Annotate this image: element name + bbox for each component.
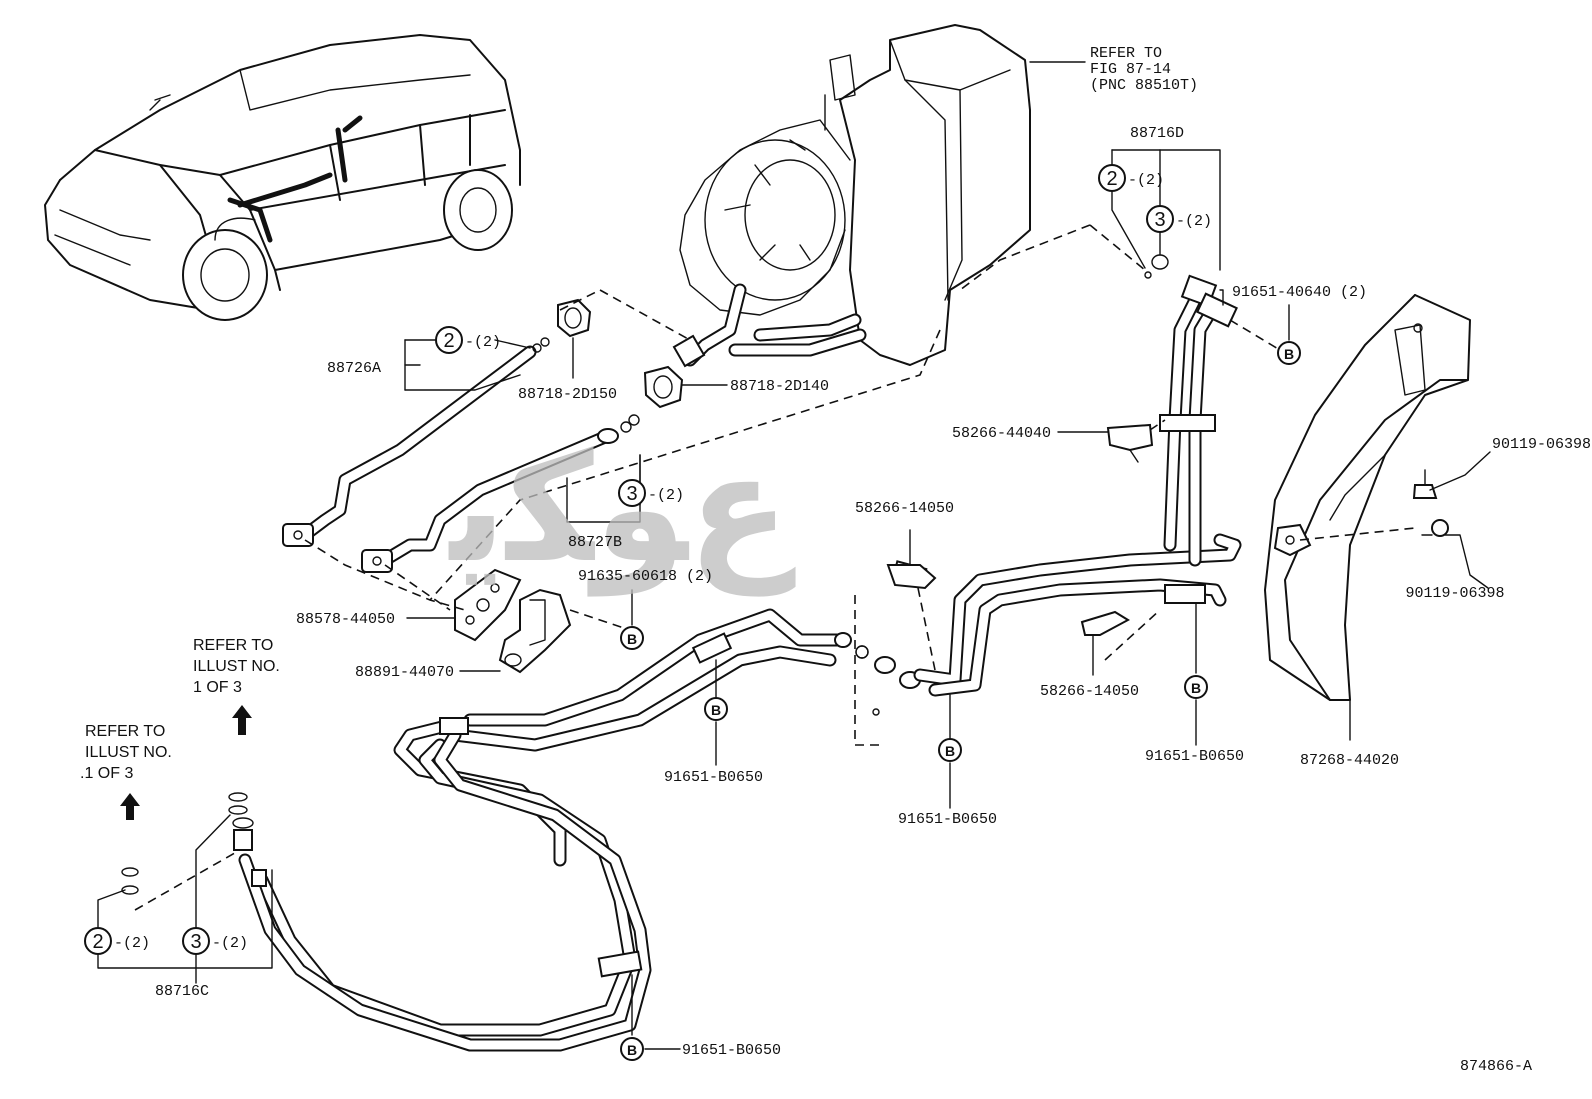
main-pipe-run (232, 608, 921, 1052)
callout-number: 3 (626, 483, 637, 505)
pipe-88726a (282, 337, 550, 547)
label-88716c: 88716C (155, 983, 209, 1000)
label-88716d: 88716D (1130, 125, 1184, 142)
callout-2-88716c: 2 (84, 927, 112, 955)
refer-note-illust-lower: REFER TO ILLUST NO. .1 OF 3 (80, 723, 172, 782)
qty-label: -(2) (212, 935, 248, 952)
leader-lines (97, 61, 1491, 1050)
callout-number: 2 (1106, 168, 1117, 190)
callout-2-88716d: 2 (1098, 164, 1126, 192)
liner-87268-44020 (1264, 294, 1471, 701)
label-90119-06398-lower: 90119-06398 (1405, 585, 1504, 602)
qty-label: -(2) (648, 487, 684, 504)
svg-text:.1 OF 3: .1 OF 3 (80, 765, 133, 782)
figure-code: 874866-A (1460, 1058, 1532, 1075)
label-91651-b0650-4: 91651-B0650 (682, 1042, 781, 1059)
up-arrow-lower (120, 793, 140, 820)
nut-88718-2d140 (643, 365, 684, 409)
callout-b-91635: B (620, 626, 644, 650)
qty-label: -(2) (114, 935, 150, 952)
svg-text:(PNC 88510T): (PNC 88510T) (1090, 77, 1198, 94)
qty-label: -(2) (465, 334, 501, 351)
svg-text:B: B (711, 702, 721, 718)
callout-b-91651-40640: B (1277, 341, 1301, 365)
callout-3-88727b: 3 (618, 479, 646, 507)
callout-number: 2 (443, 330, 454, 352)
vehicle-illustration (44, 34, 521, 321)
refer-note-illust-upper: REFER TO ILLUST NO. 1 OF 3 (193, 637, 280, 696)
label-58266-14050-upper: 58266-14050 (855, 500, 954, 517)
callout-b-91651-b0650-3: B (1184, 675, 1208, 699)
svg-text:REFER TO: REFER TO (85, 723, 165, 740)
svg-text:B: B (627, 1042, 637, 1058)
callout-3-88716c: 3 (182, 927, 210, 955)
label-88718-2d140: 88718-2D140 (730, 378, 829, 395)
rear-pipe-run (892, 274, 1242, 697)
qty-label: -(2) (1176, 213, 1212, 230)
callout-number: 2 (92, 931, 103, 953)
o-rings (121, 254, 1169, 895)
label-58266-44040: 58266-44040 (952, 425, 1051, 442)
svg-text:1 OF 3: 1 OF 3 (193, 679, 242, 696)
label-91651-b0650-1: 91651-B0650 (664, 769, 763, 786)
callout-2-88726a: 2 (435, 326, 463, 354)
svg-text:B: B (1191, 680, 1201, 696)
clip-58266-14050-lower (1080, 610, 1131, 636)
svg-text:B: B (627, 631, 637, 647)
label-88726a: 88726A (327, 360, 381, 377)
pipe-88727b (361, 414, 640, 573)
svg-text:REFER TO: REFER TO (193, 637, 273, 654)
svg-text:REFER TO: REFER TO (1090, 45, 1162, 62)
plate-88578-44050 (454, 568, 522, 642)
svg-text:B: B (945, 743, 955, 759)
label-88578-44050: 88578-44050 (296, 611, 395, 628)
svg-text:FIG 87-14: FIG 87-14 (1090, 61, 1171, 78)
label-91651-40640: 91651-40640 (2) (1232, 284, 1367, 301)
callout-b-91651-b0650-4: B (620, 1037, 644, 1061)
clip-58266-14050-upper (886, 564, 937, 590)
refer-note-fig-87-14: REFER TO FIG 87-14 (PNC 88510T) (1090, 45, 1198, 94)
watermark: ﻉﻮﻜﯾ (448, 422, 796, 597)
hvac-unit (672, 24, 1031, 368)
dashed-leaders (134, 224, 1416, 911)
callout-number: 3 (1154, 209, 1165, 231)
svg-text:ILLUST NO.: ILLUST NO. (193, 658, 280, 675)
callout-3-88716d: 3 (1146, 205, 1174, 233)
label-87268-44020: 87268-44020 (1300, 752, 1399, 769)
svg-text:B: B (1284, 346, 1294, 362)
callout-number: 3 (190, 931, 201, 953)
label-88891-44070: 88891-44070 (355, 664, 454, 681)
label-90119-06398-upper: 90119-06398 (1492, 436, 1591, 453)
nut-88718-2d150 (557, 298, 592, 338)
label-91651-b0650-2: 91651-B0650 (898, 811, 997, 828)
svg-text:ILLUST NO.: ILLUST NO. (85, 744, 172, 761)
label-91651-b0650-3: 91651-B0650 (1145, 748, 1244, 765)
bracket-88891-44070 (498, 588, 572, 674)
callout-b-91651-b0650-1: B (704, 697, 728, 721)
up-arrow-upper (232, 705, 252, 735)
qty-label: -(2) (1128, 172, 1164, 189)
label-88727b: 88727B (568, 534, 622, 551)
clip-58266-44040 (1106, 423, 1154, 463)
label-58266-14050-lower: 58266-14050 (1040, 683, 1139, 700)
label-88718-2d150: 88718-2D150 (518, 386, 617, 403)
label-91635-60618: 91635-60618 (2) (578, 568, 713, 585)
callout-b-91651-b0650-2: B (938, 738, 962, 762)
